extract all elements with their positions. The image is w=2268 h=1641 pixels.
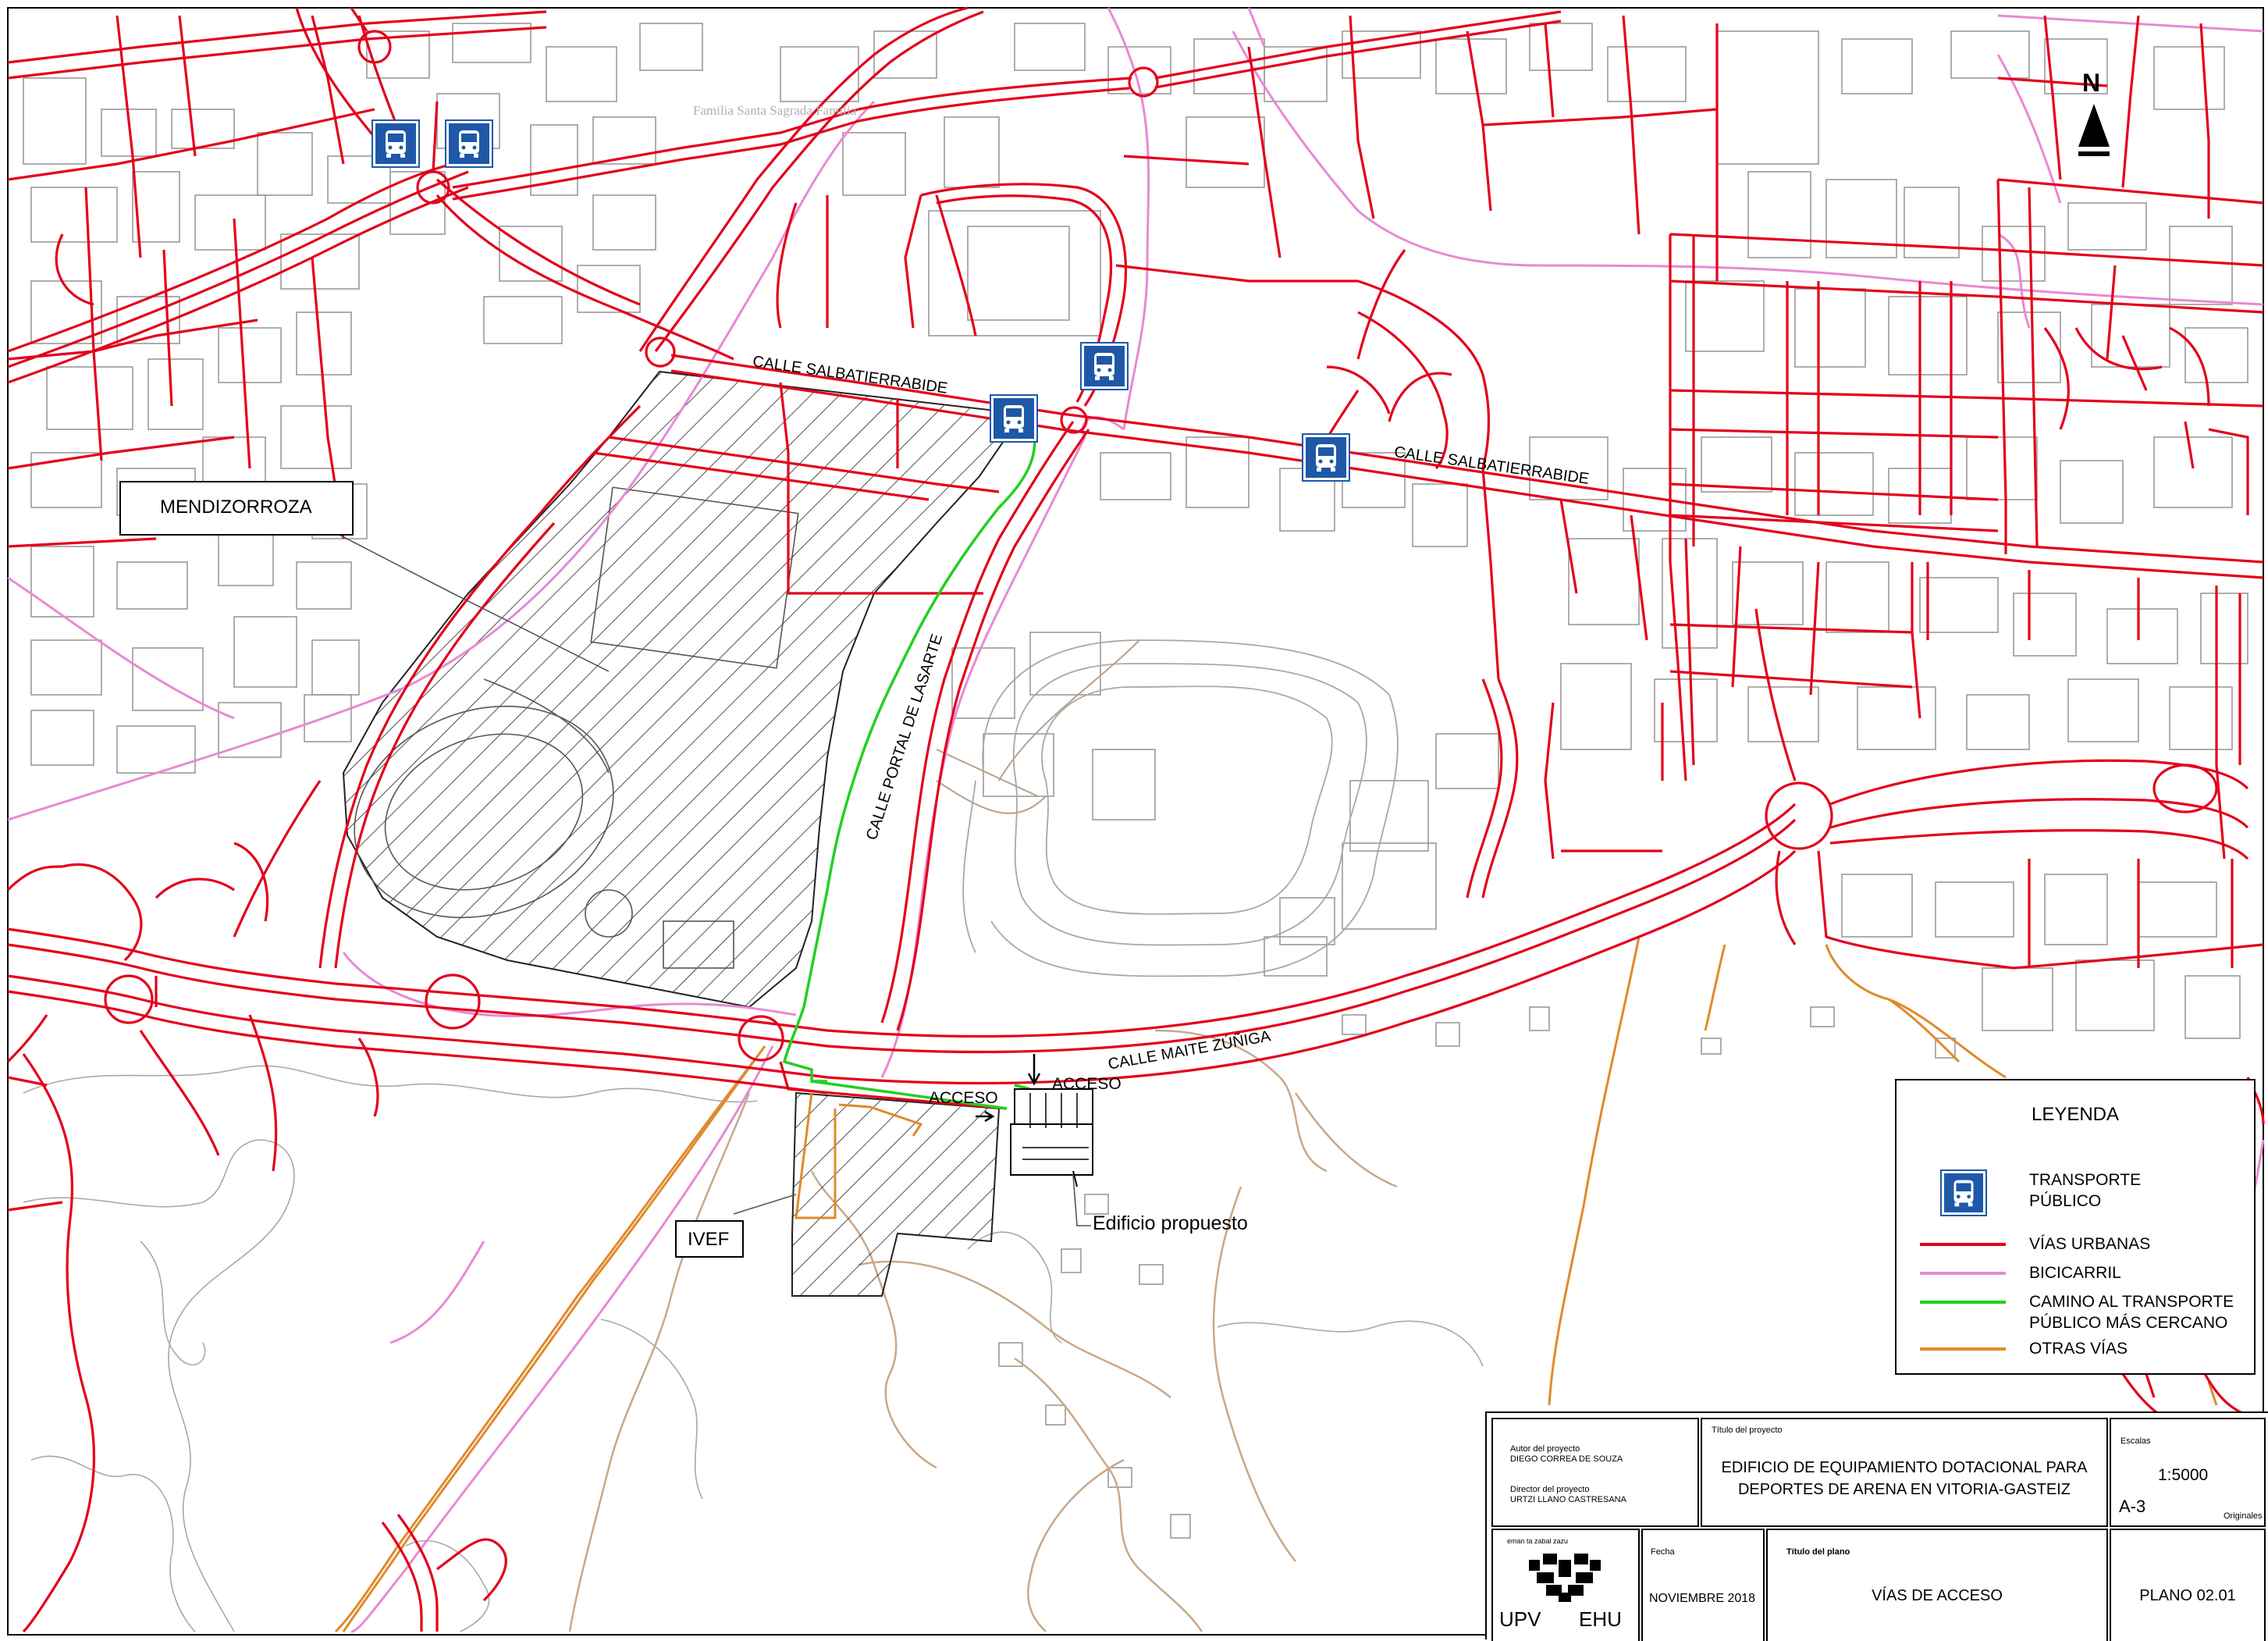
terrain-contours [23, 1065, 1484, 1632]
ivef-label: IVEF [688, 1229, 730, 1250]
acceso-label-2: ACCESO [1052, 1075, 1122, 1093]
tb-format: A-3 [2119, 1497, 2146, 1516]
bus-stop-3[interactable] [1082, 344, 1127, 389]
legend-title: LEYENDA [2031, 1104, 2120, 1125]
tb-date-label: Fecha [1651, 1547, 1675, 1557]
tb-logo-text-left: UPV [1499, 1607, 1541, 1631]
tb-plan-number: PLANO 02.01 [2139, 1587, 2236, 1604]
legend-label-path: CAMINO AL TRANSPORTE PÚBLICO MÁS CERCANO [2029, 1293, 2234, 1332]
tb-scale-label: Escalas [2120, 1436, 2151, 1446]
legend-label-urban: VÍAS URBANAS [2029, 1235, 2151, 1253]
tb-plan-number-cell: PLANO 02.01 [2110, 1529, 2266, 1641]
north-label: N [2082, 69, 2101, 97]
ivef-label-box: IVEF [675, 1220, 744, 1258]
tb-plan-title-label: Título del plano [1786, 1547, 1850, 1557]
access-arrow-2 [1027, 1054, 1041, 1086]
place-label-familia: Familia Santa Sagrada Familia [693, 103, 857, 118]
tb-project-title: EDIFICIO DE EQUIPAMIENTO DOTACIONAL PARA… [1721, 1459, 2088, 1498]
bus-stop-4[interactable] [991, 396, 1036, 441]
tb-director: URTZI LLANO CASTRESANA [1510, 1495, 1626, 1504]
tb-director-label: Director del proyecto [1510, 1485, 1590, 1494]
tb-plan-title: VÍAS DE ACCESO [1872, 1587, 2003, 1604]
legend-swatch-path [1920, 1301, 2006, 1304]
tb-author: DIEGO CORREA DE SOUZA [1510, 1454, 1623, 1464]
edificio-label: Edificio propuesto [1093, 1212, 1248, 1234]
tb-author-label: Autor del proyecto [1510, 1444, 1580, 1454]
ivef-area [791, 1091, 1001, 1297]
mendizorroza-label: MENDIZORROZA [160, 497, 312, 518]
upv-logo [1529, 1554, 1601, 1602]
tb-logo-motto: eman ta zabal zazu [1507, 1537, 1569, 1545]
legend-label-bike: BICICARRIL [2029, 1264, 2121, 1282]
bus-stop-1[interactable] [373, 121, 418, 166]
tb-project-label: Título del proyecto [1712, 1426, 1783, 1435]
urban-roads [6, 6, 2265, 1633]
building-outlines [23, 23, 2248, 1539]
tb-logo-text-right: EHU [1579, 1607, 1622, 1631]
north-arrow-icon: N [2067, 69, 2121, 162]
bus-stop-5[interactable] [1303, 435, 1349, 480]
park-contours [962, 639, 1399, 977]
legend-label-transport: TRANSPORTE PÚBLICO [2029, 1171, 2142, 1210]
access-arrow-1 [976, 1110, 995, 1123]
tb-scale: 1:5000 [2158, 1466, 2209, 1484]
ivef-leader [733, 1194, 797, 1215]
footpaths [568, 639, 1398, 1632]
legend-label-other: OTRAS VÍAS [2029, 1340, 2128, 1358]
other-roads [334, 936, 2218, 1633]
tb-scale-cell: Escalas 1:5000 A-3 Originales [2110, 1418, 2266, 1527]
mendizorroza-leader [331, 530, 610, 672]
bus-icon [1942, 1171, 1985, 1215]
bus-icon [386, 130, 406, 158]
tb-date: NOVIEMBRE 2018 [1649, 1592, 1756, 1605]
tb-logo-cell: eman ta zabal zazu UPV EHU [1491, 1529, 1640, 1641]
legend-swatch-urban [1920, 1243, 2006, 1246]
title-block: Autor del proyecto DIEGO CORREA DE SOUZA… [1485, 1411, 2268, 1641]
mendizorroza-label-box: MENDIZORROZA [119, 481, 354, 536]
bus-icon [1094, 353, 1114, 380]
acceso-label-1: ACCESO [929, 1089, 998, 1107]
tb-originales: Originales [2224, 1511, 2263, 1521]
bus-icon [459, 130, 479, 158]
proposed-building-drawing [1010, 1088, 1093, 1187]
tb-plan-title-cell: Título del plano VÍAS DE ACCESO [1766, 1529, 2108, 1641]
tb-project-cell: Título del proyecto EDIFICIO DE EQUIPAMI… [1701, 1418, 2108, 1527]
bus-icon [1316, 444, 1336, 472]
edificio-leader [1072, 1174, 1091, 1226]
legend-swatch-other [1920, 1347, 2006, 1351]
bus-icon [1004, 405, 1024, 432]
tb-date-cell: Fecha NOVIEMBRE 2018 [1641, 1529, 1765, 1641]
tb-author-cell: Autor del proyecto DIEGO CORREA DE SOUZA… [1491, 1418, 1699, 1527]
legend: LEYENDA TRANSPORTE PÚBLICO VÍAS URBANAS … [1895, 1079, 2256, 1375]
legend-swatch-bike [1920, 1272, 2006, 1275]
bus-stop-2[interactable] [446, 121, 492, 166]
